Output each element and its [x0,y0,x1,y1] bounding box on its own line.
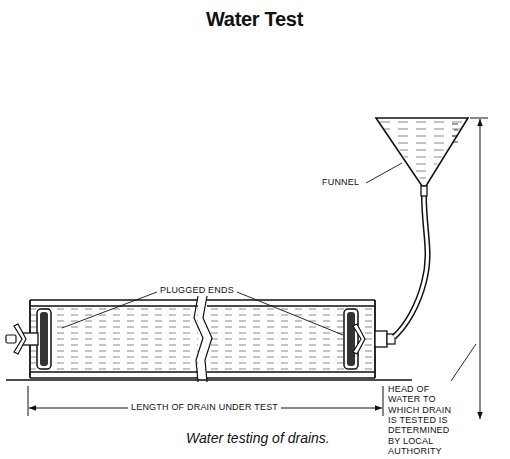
leader-line [366,163,402,183]
leader-line [62,292,157,328]
note-label: HEAD OF WATER TO WHICH DRAIN IS TESTED I… [388,384,462,456]
left-plug [6,309,51,369]
right-plug [344,309,395,369]
hose [394,196,428,337]
diagram-title: Water Test [206,8,303,31]
part-label: PLUGGED ENDS [160,285,234,295]
head-dimension-line [480,119,481,419]
plug-disc [344,309,358,369]
rubber-seal [347,312,355,366]
figure-caption: Water testing of drains. [186,430,330,446]
break-line [203,296,212,382]
outlet-fitting [375,331,387,347]
leader-line [237,292,343,335]
pipe-wall [207,300,375,378]
funnel-scale [452,124,458,142]
water-in-pipe [30,306,198,372]
dimension-label: LENGTH OF DRAIN UNDER TEST [128,401,281,413]
wing-nut [353,324,365,354]
plug-disc [37,309,51,369]
extension-line [383,386,384,416]
funnel-neck [421,186,427,196]
funnel [376,118,468,196]
extension-line [28,386,29,416]
leader-line [451,344,476,381]
ground-line [6,379,412,381]
water-in-funnel [376,121,468,187]
water-in-pipe [207,306,375,372]
extension-line [470,118,488,119]
drain-pipe [30,296,375,382]
part-label: FUNNEL [322,177,359,187]
break-line [194,296,203,382]
rubber-seal [40,312,48,366]
cap-nut [6,335,16,343]
pipe-wall [30,300,198,378]
hose-bore [394,196,428,337]
funnel-cone [376,118,468,186]
